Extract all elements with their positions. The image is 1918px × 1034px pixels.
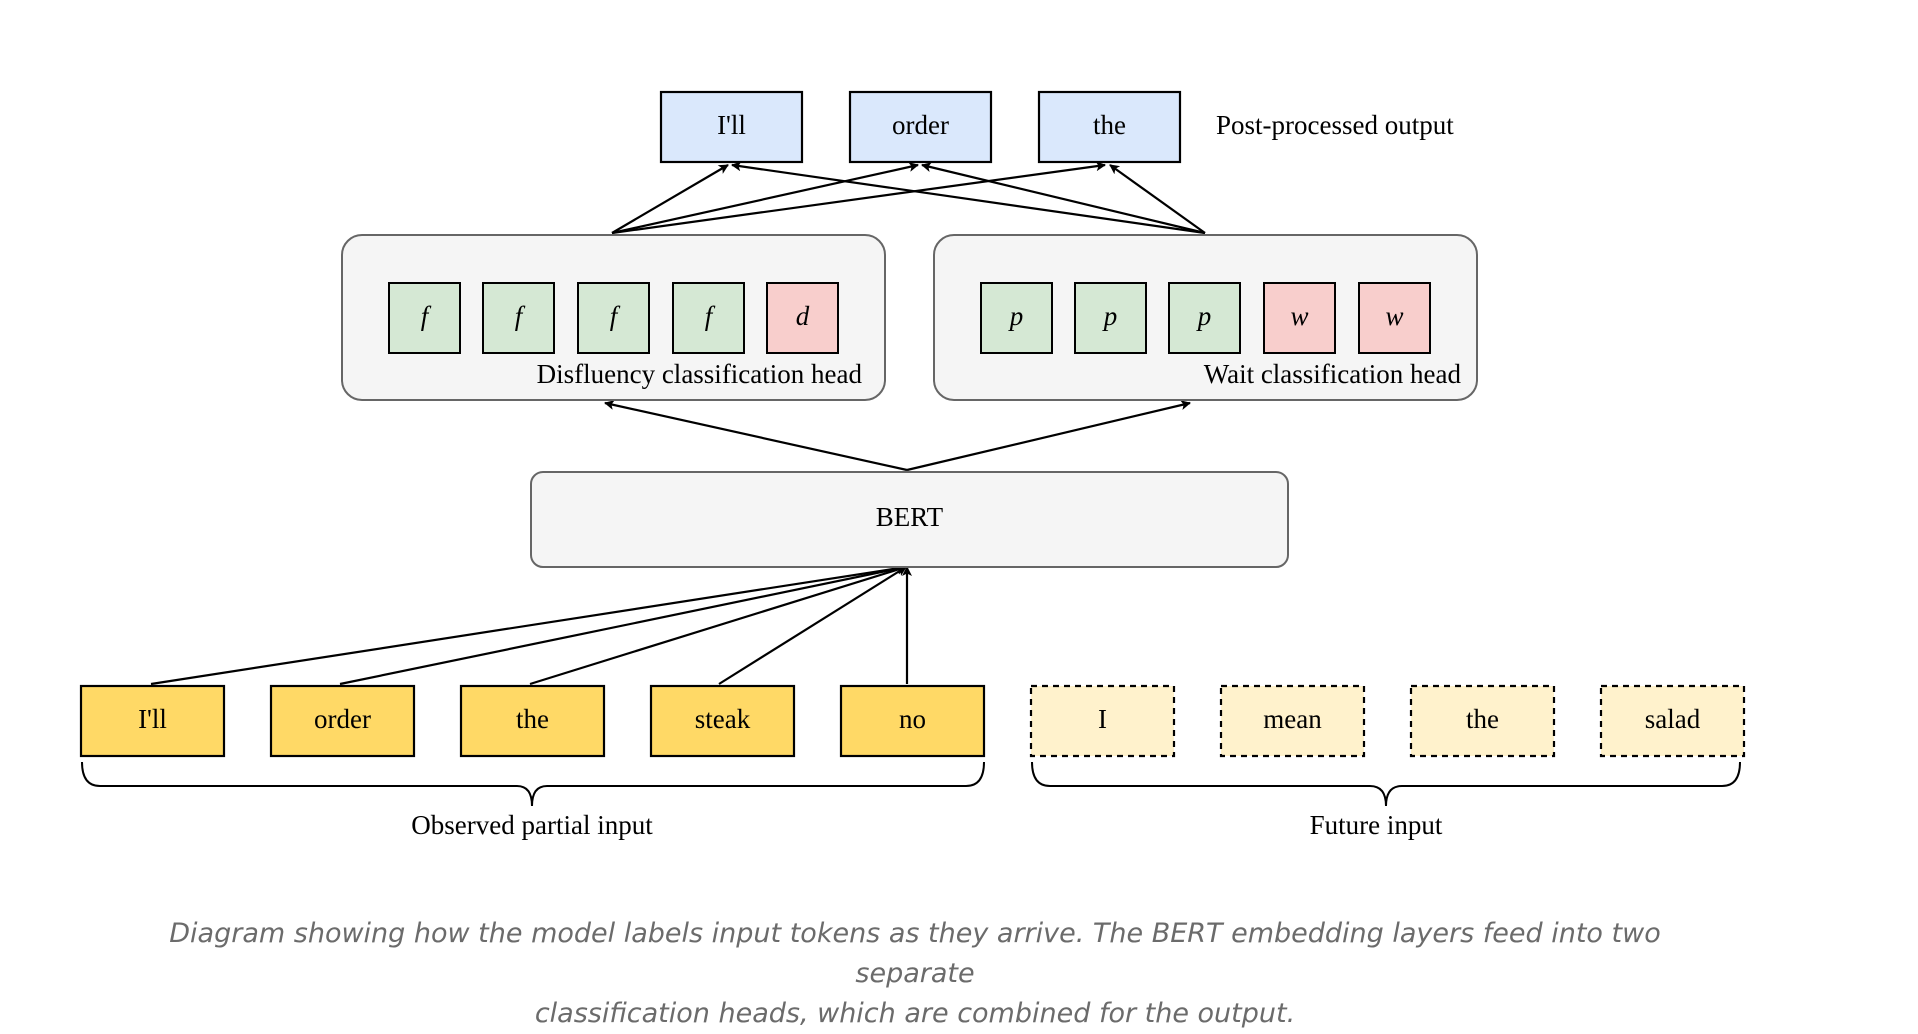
observed-token-2: order [314,704,371,734]
disfluency-tag-5: d [796,301,810,331]
arrow-wait-to-output-3 [1109,164,1206,234]
future-token-3: the [1466,704,1499,734]
caption-line-2: classification heads, which are combined… [534,998,1296,1029]
observed-token-3: the [516,704,549,734]
future-token-4: salad [1645,704,1701,734]
disfluency-tag-4-box [672,282,745,354]
output-token-3: the [1093,110,1126,140]
figure-caption: Diagram showing how the model labels inp… [120,914,1710,1034]
arrow-input-4-to-bert [718,566,907,685]
arrow-input-1-to-bert [150,563,907,686]
future-input-label: Future input [1310,810,1443,840]
wait-head: p p p w w Wait classification head [933,234,1478,401]
observed-input-brace [81,761,985,807]
disfluency-head-label: Disfluency classification head [537,359,863,389]
arrow-input-3-to-bert [529,564,907,686]
arrow-disfluency-to-output-1 [611,164,729,234]
wait-tag-5-box [1358,282,1431,354]
observed-token-4-box [649,684,796,758]
bert-encoder: BERT [530,471,1289,568]
bert-to-heads-arrows [604,400,1191,472]
input-to-bert-arrows [150,563,912,686]
bert-box [530,471,1289,568]
caption-line-1: Diagram showing how the model labels inp… [169,918,1661,989]
future-input-row: I mean the salad Future input [1029,684,1746,840]
future-token-1-box [1029,684,1176,758]
future-token-1: I [1098,704,1107,734]
arrow-bert-to-disfluency-head [604,400,908,472]
observed-token-5-box [839,684,986,758]
disfluency-tag-5-box [766,282,839,354]
wait-tag-3-box [1168,282,1241,354]
disfluency-tag-4: f [705,301,716,331]
observed-token-5: no [899,704,926,734]
output-token-3-box [1037,90,1182,164]
wait-tag-1-box [980,282,1053,354]
observed-token-4: steak [695,704,751,734]
bert-label: BERT [876,502,944,532]
arrow-wait-to-output-1 [731,161,1206,235]
wait-tag-4: w [1290,301,1308,331]
arrow-disfluency-to-output-3 [611,161,1106,235]
output-token-1: I'll [717,110,746,140]
disfluency-head: f f f f d Disfluency classification head [341,234,886,401]
disfluency-tag-1-box [388,282,461,354]
disfluency-tag-2: f [515,301,526,331]
observed-token-1-box [79,684,226,758]
disfluency-tag-2-box [482,282,555,354]
wait-head-label: Wait classification head [1204,359,1462,389]
observed-token-1: I'll [138,704,167,734]
observed-token-3-box [459,684,606,758]
output-token-2-box [848,90,993,164]
arrow-wait-to-output-2 [921,162,1206,235]
future-token-4-box [1599,684,1746,758]
observed-token-2-box [269,684,416,758]
disfluency-tag-3-box [577,282,650,354]
arrow-input-2-to-bert [339,563,907,686]
observed-input-label: Observed partial input [411,810,653,840]
arrow-disfluency-to-output-2 [611,162,919,235]
future-token-3-box [1409,684,1556,758]
arrow-bert-to-wait-head [906,400,1191,472]
wait-tag-2: p [1102,301,1118,331]
output-token-1-box [659,90,804,164]
future-token-2: mean [1263,704,1322,734]
heads-to-output-arrows [611,161,1206,235]
output-token-2: order [892,110,949,140]
future-input-brace [1031,761,1741,807]
output-label: Post-processed output [1216,110,1454,140]
disfluency-tag-3: f [610,301,621,331]
wait-tag-1: p [1008,301,1024,331]
future-token-2-box [1219,684,1366,758]
disfluency-tag-1: f [421,301,432,331]
wait-tag-2-box [1074,282,1147,354]
wait-tag-4-box [1263,282,1336,354]
wait-tag-5: w [1385,301,1403,331]
wait-tag-3: p [1196,301,1212,331]
observed-input-row: I'll order the steak no Observed partial… [79,684,986,840]
output-row: I'll order the Post-processed output [659,90,1454,164]
